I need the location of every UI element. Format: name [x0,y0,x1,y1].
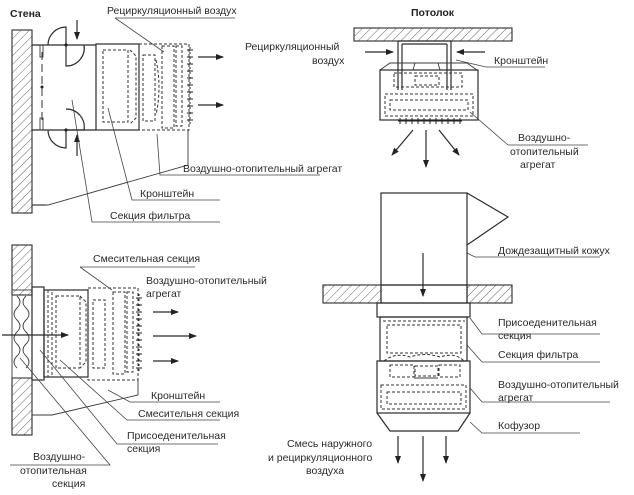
label-mix-3: воздуха [306,465,344,477]
label-roof-heater-2: агрегат [498,392,534,404]
label-ceiling-heater-2: отопительный [510,146,579,158]
label-mixing-bracket: Кронштейн [151,390,205,402]
label-mixing-section: Смесительная секция [93,253,200,265]
ceiling-hatched [353,27,513,42]
label-mixing-heater-2: агрегат [146,288,182,300]
label-recirc-air-top: Рециркуляционный воздух [107,5,237,17]
label-mix-1: Смесь наружного [287,438,372,450]
fin-ticks [187,47,193,124]
label-roof-heater-1: Воздушно-отопительный [498,379,619,391]
label-confusor: Кофузор [498,420,540,432]
label-filter-section: Секция фильтра [110,210,190,222]
label-roof-connecting-1: Присоеденительная [498,317,597,329]
label-mixing-heater-1: Воздушно-отопительный [146,275,267,287]
label-connecting-1: Присоеденительная [127,430,226,442]
label-roof-filter: Секция фильтра [498,349,578,361]
label-mix-2: и рециркуляционного [268,452,372,464]
label-bracket: Кронштейн [140,188,194,200]
label-recirc-air-right-2: воздух [312,55,345,67]
label-roof-connecting-2: секция [498,330,531,342]
ceiling-unit-drawing [353,27,588,168]
roof-unit-drawing [322,192,610,482]
wall-hatched [11,29,33,214]
label-heating-section-2: отопительная [20,465,87,477]
label-heating-section-1: Воздушно- [33,451,86,463]
label-mixing-section-2: Смесительня секция [138,408,239,420]
title-ceiling: Потолок [411,7,455,19]
wall-unit-drawing [11,17,320,223]
label-heater-unit: Воздушно-отопительный агрегат [183,163,342,175]
label-ceiling-bracket: Кронштейн [494,55,548,67]
label-ceiling-heater-3: агрегат [520,159,556,171]
label-heating-section-3: секция [52,478,85,490]
title-wall: Стена [10,8,41,20]
label-ceiling-heater-1: Воздушно- [518,132,571,144]
label-rain-hood: Дождезащитный кожух [498,245,611,257]
label-connecting-2: секция [127,443,160,455]
label-recirc-air-right-1: Рециркуляционный [245,41,340,53]
wall-mixing-unit-drawing [2,244,220,466]
